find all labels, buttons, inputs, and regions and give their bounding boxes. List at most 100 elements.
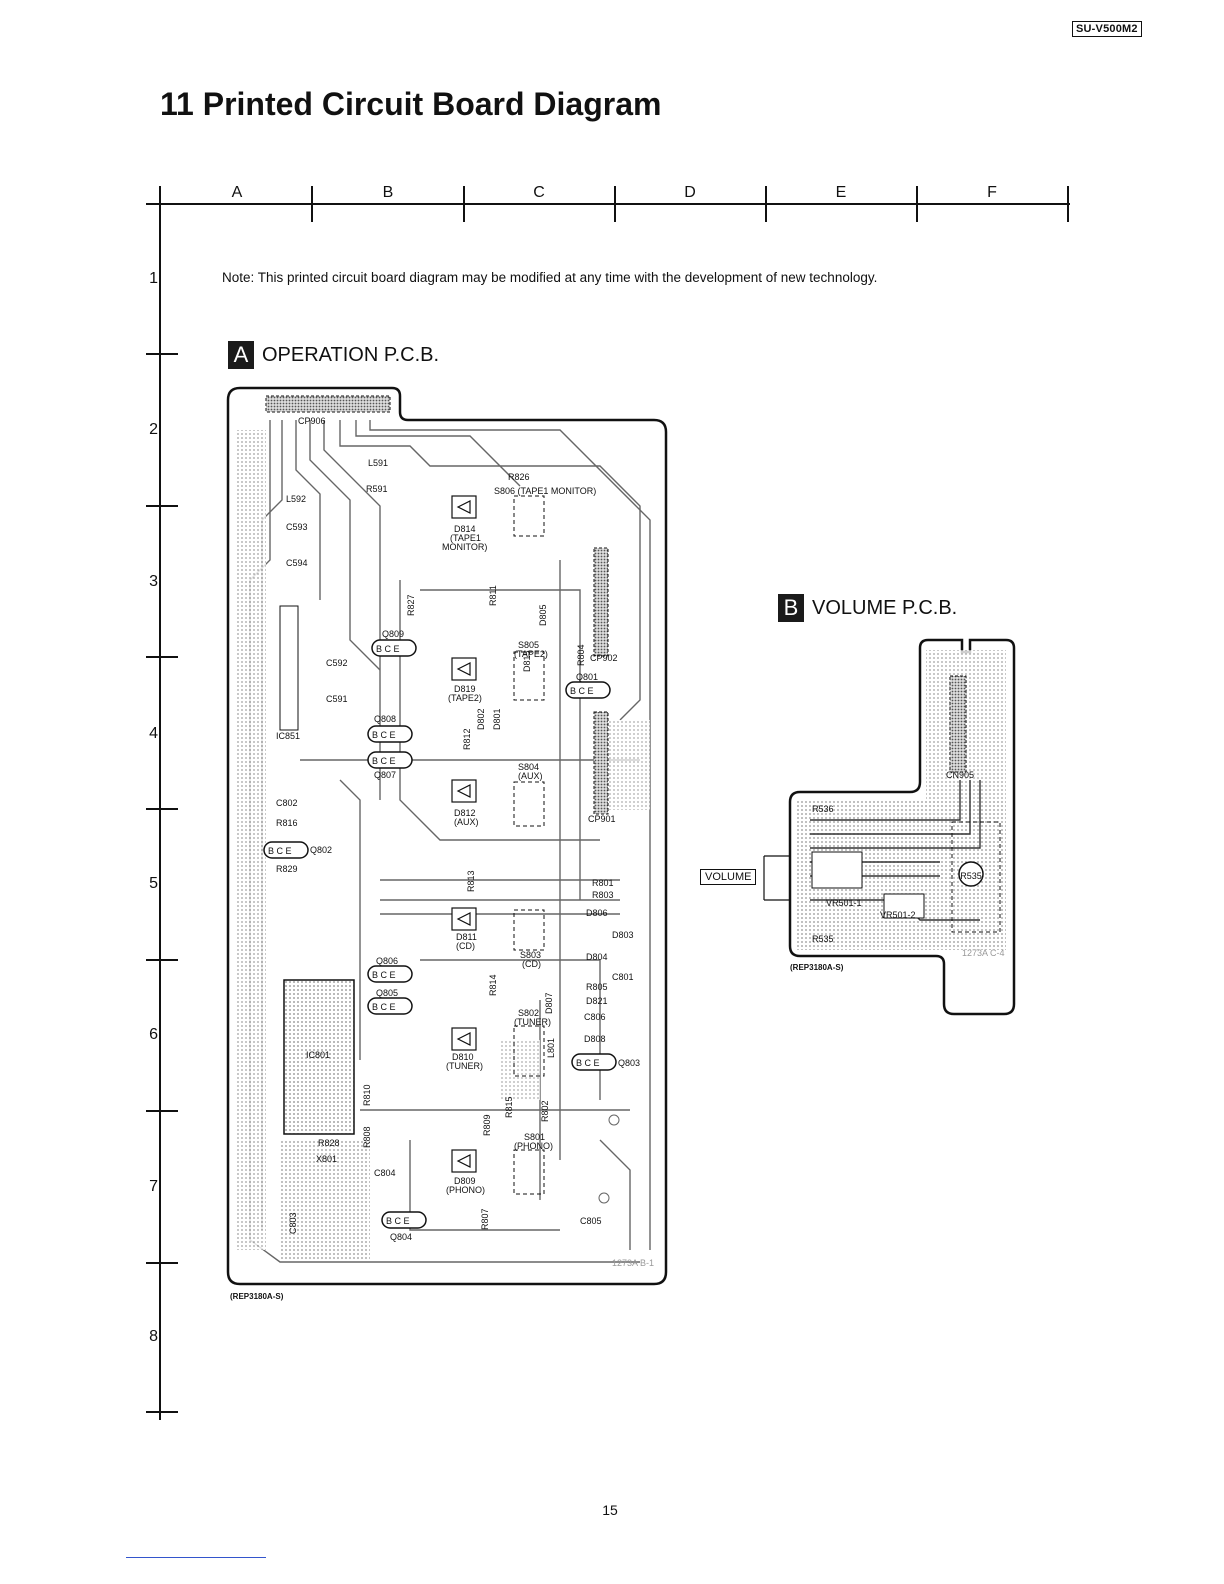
q808-pin-text: B C E [372, 730, 396, 740]
vr501-1-body [811, 851, 863, 889]
label-s802: S802 [518, 1008, 539, 1018]
label-q802: Q802 [310, 845, 332, 855]
label-d809-func: (PHONO) [446, 1185, 485, 1195]
label-d814-func: (TAPE1 [450, 533, 481, 543]
label-cp902: CP902 [590, 653, 618, 663]
model-tag: SU-V500M2 [1072, 21, 1142, 37]
label-d819-func: (TAPE2) [448, 693, 482, 703]
label-s802-func: (TUNER) [514, 1017, 551, 1027]
label-q803: Q803 [618, 1058, 640, 1068]
label-c803: C803 [288, 1212, 298, 1234]
page-number: 15 [602, 1502, 618, 1518]
q802-pin-text: B C E [268, 846, 292, 856]
q803-pin-text: B C E [576, 1058, 600, 1068]
label-s806: S806 (TAPE1 MONITOR) [494, 486, 596, 496]
label-vr501-2: VR501-2 [880, 910, 916, 920]
label-c805: C805 [580, 1216, 602, 1226]
s802-switch [513, 1025, 545, 1077]
label-r804: R804 [576, 644, 586, 666]
label-d814-func2: MONITOR) [442, 542, 487, 552]
label-c592: C592 [326, 658, 348, 668]
label-c806: C806 [584, 1012, 606, 1022]
label-l592: L592 [286, 494, 306, 504]
label-r535: R535 [812, 934, 834, 944]
label-d808: D808 [584, 1034, 606, 1044]
row-label-1: 1 [149, 270, 158, 287]
label-q808: Q808 [374, 714, 396, 724]
label-c594: C594 [286, 558, 308, 568]
label-ic801: IC801 [306, 1050, 330, 1060]
label-s803-func: (CD) [522, 959, 541, 969]
board-a-letter: A [228, 341, 254, 369]
label-r828: R828 [318, 1138, 340, 1148]
label-d815: D815 [522, 650, 532, 672]
label-s803: S803 [520, 950, 541, 960]
label-r591: R591 [366, 484, 388, 494]
board-b-letter: B [778, 594, 804, 622]
q801-pin-text: B C E [570, 686, 594, 696]
cp902-connector [593, 547, 609, 657]
label-board-mark-a: 1273A B-1 [612, 1258, 654, 1268]
motor-label: R535 [960, 871, 982, 881]
label-s804: S804 [518, 762, 539, 772]
label-r802: R802 [540, 1100, 550, 1122]
label-d814: D814 [454, 524, 476, 534]
label-r808: R808 [362, 1126, 372, 1148]
board-b-heading: B VOLUME P.C.B. [778, 594, 957, 622]
q807-pads [367, 751, 413, 769]
revision-note: Note: This printed circuit board diagram… [222, 270, 878, 285]
label-c591: C591 [326, 694, 348, 704]
board-a-heading: A OPERATION P.C.B. [228, 341, 439, 369]
label-d805: D805 [538, 604, 548, 626]
label-ic851: IC851 [276, 731, 300, 741]
label-d809: D809 [454, 1176, 476, 1186]
label-CP906: CP906 [298, 416, 326, 426]
q806-pads [367, 965, 413, 983]
label-board-mark-b: 1273A C-4 [962, 948, 1005, 958]
s801-switch [513, 1149, 545, 1195]
label-c801: C801 [612, 972, 634, 982]
label-q801: Q801 [576, 672, 598, 682]
label-r810: R810 [362, 1084, 372, 1106]
label-q809: Q809 [382, 629, 404, 639]
q804-pin-text: B C E [386, 1216, 410, 1226]
ic851-package [279, 605, 299, 731]
label-r805: R805 [586, 982, 608, 992]
s805-switch [513, 651, 545, 701]
s806-switch [513, 495, 545, 537]
volume-callout: VOLUME [700, 869, 757, 885]
vr501-2-body [883, 893, 925, 919]
row-label-3: 3 [149, 573, 158, 590]
label-r811: R811 [488, 585, 498, 606]
label-s805: S805 [518, 640, 539, 650]
q804-pads [381, 1211, 427, 1229]
q809-pin-text: B C E [376, 644, 400, 654]
label-cn905: CN905 [946, 770, 974, 780]
label-r815: R815 [504, 1096, 514, 1118]
label-r814: R814 [488, 974, 498, 996]
label-cp901: CP901 [588, 814, 616, 824]
label-r809: R809 [482, 1114, 492, 1136]
label-d810: D810 [452, 1052, 474, 1062]
board-b-title: VOLUME P.C.B. [812, 596, 958, 619]
label-c593: C593 [286, 522, 308, 532]
q802-pads [263, 841, 309, 859]
s804-switch [513, 781, 545, 827]
footer-rule [126, 1557, 266, 1558]
label-r826: R826 [508, 472, 530, 482]
board-a-code: (REP3180A-S) [230, 1292, 284, 1301]
cp906-connector [265, 395, 391, 413]
label-d811-func: (CD) [456, 941, 475, 951]
label-r801: R801 [592, 878, 614, 888]
column-label-b: B [382, 184, 394, 201]
label-d821: D821 [586, 996, 608, 1006]
q806-pin-text: B C E [372, 970, 396, 980]
q805-pads [367, 997, 413, 1015]
label-d801: D801 [492, 708, 502, 730]
label-s805-func: (TAPE2) [514, 649, 548, 659]
row-label-5: 5 [149, 875, 158, 892]
q801-pads [565, 681, 611, 699]
